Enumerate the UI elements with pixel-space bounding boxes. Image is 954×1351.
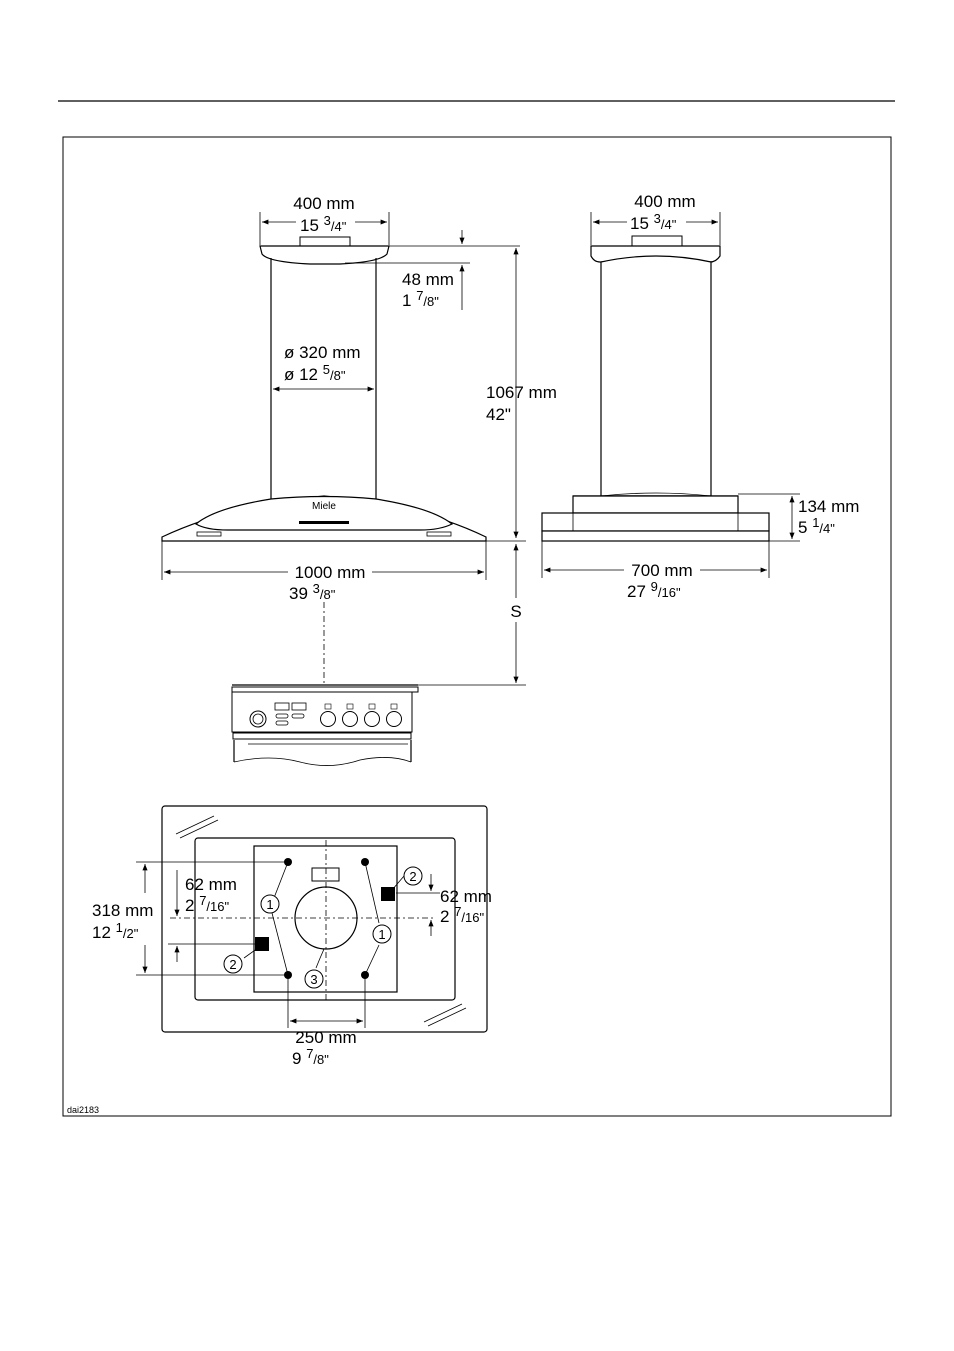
chimney-cap-block	[300, 237, 350, 246]
hole-spacing-mm: 250 mm	[295, 1028, 356, 1047]
control-strip	[299, 521, 349, 524]
canopy-height-mm: 134 mm	[798, 497, 859, 516]
total-height-in: 42"	[486, 405, 511, 424]
clearance-label: S	[510, 602, 521, 621]
cap-height-in: 1 7/8"	[402, 288, 439, 310]
side-top-width-mm: 400 mm	[634, 192, 695, 211]
right-offset-mm: 62 mm	[440, 887, 492, 906]
front-view: 400 mm 15 3/4" 48 mm 1 7/8" ø 320 mm ø 1…	[162, 194, 557, 766]
chimney-diameter-in: ø 12 5/8"	[284, 362, 346, 384]
chimney-cap	[260, 246, 389, 264]
side-view: 400 mm 15 3/4" 134 mm 5 1/4" 700 mm 27 9…	[542, 192, 859, 601]
front-top-width-mm: 400 mm	[293, 194, 354, 213]
callout-2-right: 2	[409, 869, 416, 884]
callout-1-left: 1	[266, 897, 273, 912]
ceiling-mounting-plan: 1 1 2 2 3 318 mm 12 1/2" 62 mm 2 7/16" 6…	[92, 806, 492, 1068]
cap-height-mm: 48 mm	[402, 270, 454, 289]
canopy-width-mm: 1000 mm	[295, 563, 366, 582]
canopy-width-in: 39 3/8"	[289, 581, 336, 603]
callout-1-right: 1	[378, 927, 385, 942]
drawing-id: dai2183	[67, 1105, 99, 1115]
span-mm: 318 mm	[92, 901, 153, 920]
depth-mm: 700 mm	[631, 561, 692, 580]
hole-spacing-in: 9 7/8"	[292, 1046, 329, 1068]
total-height-mm: 1067 mm	[486, 383, 557, 402]
chimney-diameter-mm: ø 320 mm	[284, 343, 361, 362]
canopy-height-in: 5 1/4"	[798, 515, 835, 537]
callout-3: 3	[310, 972, 317, 987]
side-top-width-in: 15 3/4"	[630, 211, 677, 233]
front-top-width-in: 15 3/4"	[300, 213, 347, 235]
brand-logo: Miele	[312, 501, 336, 512]
span-in: 12 1/2"	[92, 920, 139, 942]
range-cooker	[232, 685, 418, 766]
callout-2-left: 2	[229, 957, 236, 972]
depth-in: 27 9/16"	[627, 579, 681, 601]
side-chimney	[601, 256, 711, 496]
left-offset-mm: 62 mm	[185, 875, 237, 894]
